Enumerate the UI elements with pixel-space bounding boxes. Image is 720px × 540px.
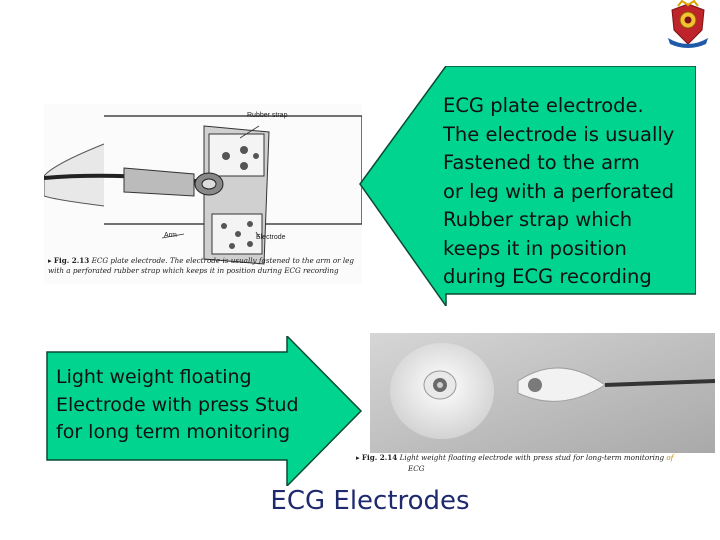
figure-caption-end: ECG xyxy=(408,464,425,473)
floating-electrode-photo xyxy=(370,323,716,453)
figure-bottom-caption: ▸ Fig. 2.14 Light weight floating electr… xyxy=(356,452,718,474)
figure-top-caption: ▸ Fig. 2.13 ECG plate electrode. The ele… xyxy=(48,256,358,276)
caption-arrow-icon: ▸ xyxy=(48,256,52,265)
figure-number: Fig. 2.13 xyxy=(53,256,90,265)
figure-caption-text: ECG plate electrode. The electrode is us… xyxy=(48,256,355,275)
rubber-strap-label: Rubber strap xyxy=(247,112,288,119)
callout-bottom-text: Light weight floating Electrode with pre… xyxy=(56,366,299,443)
crest-logo-icon xyxy=(660,0,716,50)
arm-label: Arm xyxy=(164,232,177,239)
figure-caption-of: of xyxy=(666,453,674,462)
figure-caption-text: Light weight floating electrode with pre… xyxy=(399,453,665,462)
figure-number: Fig. 2.14 xyxy=(361,453,398,462)
callout-top-text: ECG plate electrode. The electrode is us… xyxy=(443,94,675,288)
callout-bottom-shape xyxy=(46,336,363,486)
caption-arrow-icon: ▸ xyxy=(356,453,360,462)
callout-top-shape xyxy=(359,66,696,306)
electrode-label: Electrode xyxy=(256,234,286,241)
slide-title: ECG Electrodes xyxy=(270,486,470,516)
plate-electrode-figure: Rubber strap Arm Electrode xyxy=(43,104,363,284)
